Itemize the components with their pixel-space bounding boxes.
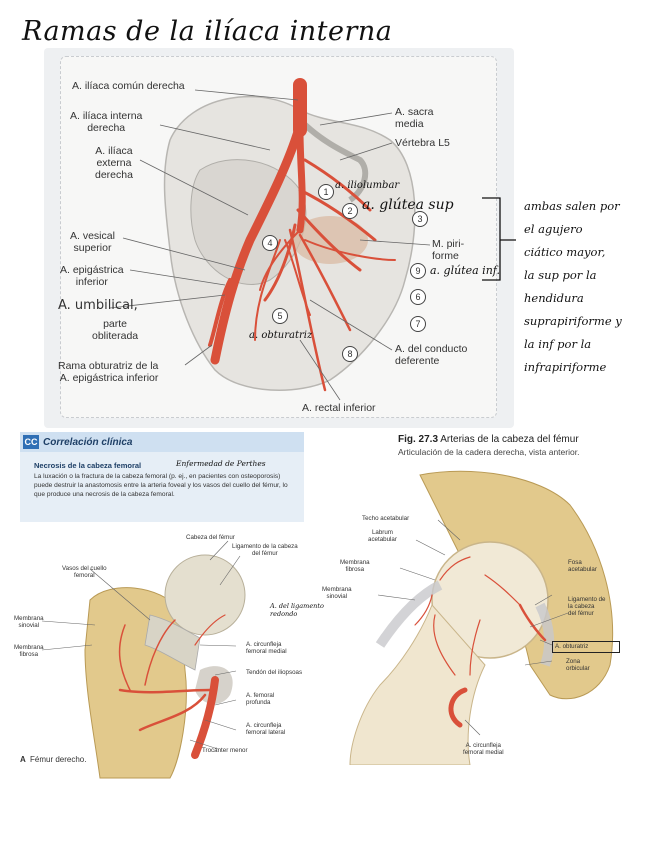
label-umbilical-obliterada: parte obliterada [92, 318, 139, 342]
label-iliaca-externa: A. ilíaca externa derecha [95, 145, 133, 181]
number-marker-8: 8 [342, 346, 358, 362]
figure-title-text: Arterias de la cabeza del fémur [440, 434, 579, 445]
number-marker-3: 3 [412, 211, 428, 227]
femoral-neck-section [349, 604, 486, 765]
number-marker-9: 9 [410, 263, 426, 279]
femur-arteries [118, 614, 226, 759]
pelvis-arteries-illustration [109, 78, 431, 401]
hand-iliolumbar: a. iliolumbar [335, 180, 400, 191]
label-iliaca-comun: A. ilíaca común derecha [72, 80, 185, 92]
femur-head-illustration [41, 540, 246, 779]
piriformis-muscle [292, 216, 368, 264]
label-labrum: Labrum acetabular [368, 529, 397, 544]
label-sacra-media: A. sacra media [395, 106, 434, 130]
hand-glutea-inf: a. glútea inf. [430, 264, 500, 277]
clinical-header-bar [20, 432, 304, 452]
page-title: Ramas de la ilíaca interna [22, 16, 393, 47]
label-tendon-iliopsoas: Tendón del iliopsoas [246, 669, 303, 676]
number-marker-1: 1 [318, 184, 334, 200]
label-circunfleja-medial-b: A. circunfleja femoral medial [463, 742, 504, 757]
hip-leader-lines [377, 519, 569, 736]
number-marker-4: 4 [262, 235, 278, 251]
figure-title: Fig. 27.3 Arterias de la cabeza del fému… [398, 434, 579, 445]
label-ligamento-cabeza: Ligamento de la cabeza del fémur [232, 543, 298, 558]
label-vasos-cuello: Vasos del cuello femoral [62, 565, 107, 580]
label-rama-obturatriz: Rama obturatriz de la A. epigástrica inf… [58, 360, 159, 384]
label-conducto-deferente: A. del conducto deferente [395, 343, 468, 367]
clinical-body-box [20, 452, 304, 522]
capsule-left [375, 580, 443, 648]
clinical-text: La luxación o la fractura de la cabeza f… [34, 473, 288, 498]
label-circunfleja-lateral: A. circunfleja femoral lateral [246, 722, 286, 737]
hand-ligamento-redondo: A. del ligamento redondo [270, 602, 324, 618]
number-marker-2: 2 [342, 203, 358, 219]
caption-letter: A [20, 755, 26, 764]
clinical-heading: Necrosis de la cabeza femoral [34, 461, 142, 470]
label-iliaca-interna: A. ilíaca interna derecha [70, 110, 143, 134]
label-epigastrica: A. epigástrica inferior [60, 264, 124, 288]
number-marker-6: 6 [410, 289, 426, 305]
clinical-icon: CC [23, 435, 39, 449]
number-marker-5: 5 [272, 308, 288, 324]
figure-subtitle: Articulación de la cadera derecha, vista… [398, 447, 580, 457]
label-trocanter-menor: Trocánter menor [202, 747, 248, 754]
label-cabeza-femur: Cabeza del fémur [186, 534, 235, 541]
hand-perthes: Enfermedad de Perthes [176, 459, 266, 468]
femoral-head [164, 554, 246, 636]
femoral-head-section [431, 541, 549, 659]
label-umbilical: A. umbilical, [58, 298, 138, 313]
hand-bracket [482, 197, 516, 281]
label-membrana-fibrosa-b: Membrana fibrosa [340, 559, 370, 574]
label-femoral-profunda: A. femoral profunda [246, 692, 275, 707]
hip-joint-illustration [349, 470, 614, 765]
hip-arteries [414, 556, 547, 728]
arteries [208, 78, 396, 392]
leader-lines [109, 89, 431, 401]
label-vesical: A. vesical superior [70, 230, 115, 254]
highlight-box [552, 641, 620, 653]
capsule-right [535, 602, 555, 667]
label-obturatriz-b: A. obturatriz [555, 643, 589, 650]
label-techo-acetabular: Techo acetabular [362, 515, 410, 522]
label-zona-orbicular: Zona orbicular [566, 658, 590, 673]
label-vertebra: Vértebra L5 [395, 137, 450, 149]
label-circunfleja-medial-a: A. circunfleja femoral medial [246, 641, 287, 656]
label-fosa-acetabular: Fosa acetabular [568, 559, 597, 574]
hand-note: ambas salen por el agujero ciático mayor… [524, 199, 622, 374]
figure-number: Fig. 27.3 [398, 434, 439, 445]
femur-leader-lines [41, 540, 241, 750]
label-membrana-sinovial-a: Membrana sinovial [14, 615, 44, 630]
sacrum [297, 117, 369, 203]
number-marker-7: 7 [410, 316, 426, 332]
joint-capsule [144, 614, 201, 671]
clinical-header-title: Correlación clínica [43, 437, 133, 448]
label-membrana-fibrosa-a: Membrana fibrosa [14, 644, 44, 659]
label-membrana-sinovial-b: Membrana sinovial [322, 586, 352, 601]
label-rectal-inferior: A. rectal inferior [302, 402, 376, 414]
label-ligamento-cabeza-b: Ligamento de la cabeza del fémur [568, 596, 606, 618]
caption-femur: Fémur derecho. [30, 755, 87, 764]
hand-obturatriz: a. obturatriz [249, 330, 313, 341]
hand-glutea-sup: a. glútea sup [362, 197, 454, 213]
label-piriforme: M. piri- forme [432, 238, 465, 262]
